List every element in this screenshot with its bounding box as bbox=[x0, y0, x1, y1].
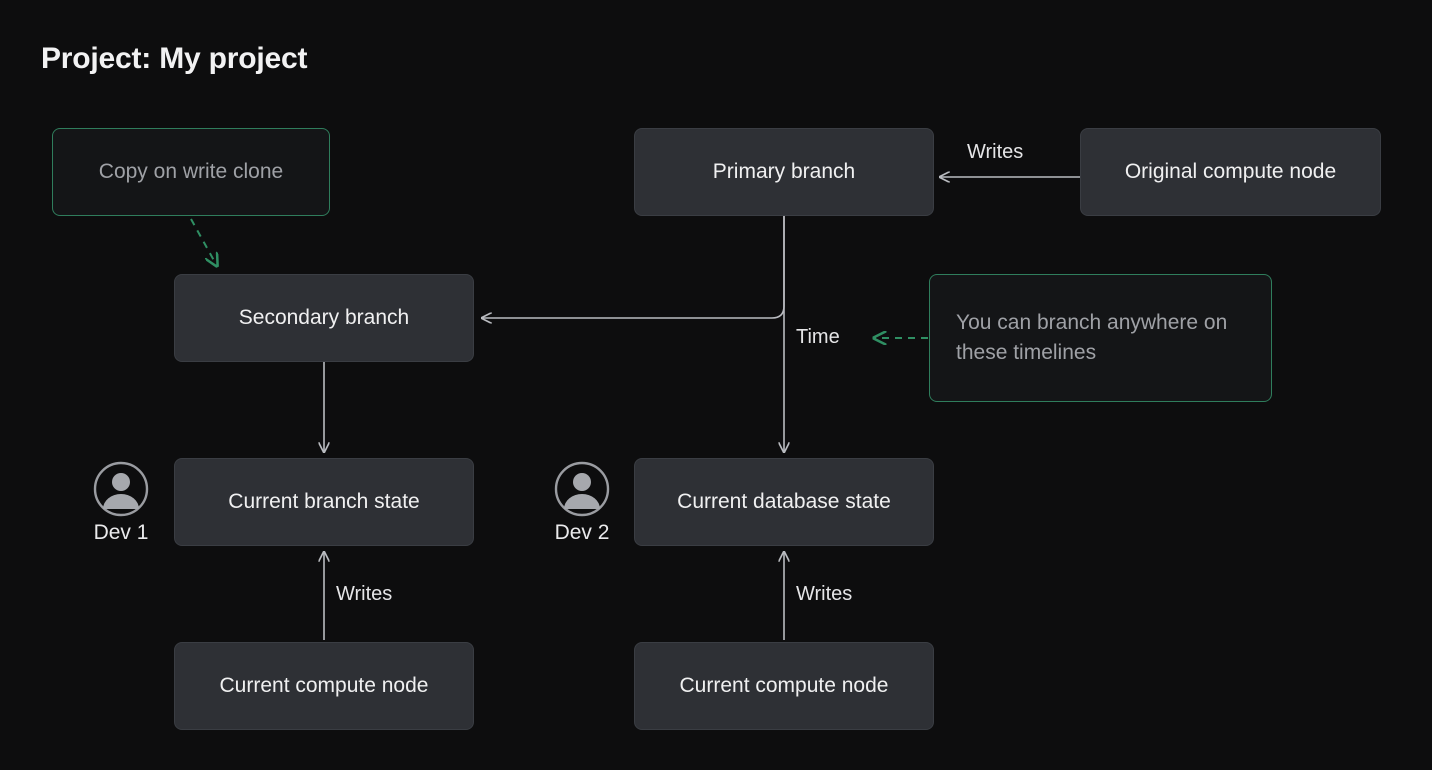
node-current-database-state[interactable]: Current database state bbox=[634, 458, 934, 546]
avatar-dev2-label: Dev 2 bbox=[554, 521, 610, 544]
avatar-dev2-icon bbox=[554, 461, 610, 517]
node-label: Current branch state bbox=[228, 490, 420, 514]
node-secondary-branch[interactable]: Secondary branch bbox=[174, 274, 474, 362]
node-label: Current database state bbox=[677, 490, 891, 514]
edge-label-writes-left: Writes bbox=[336, 583, 393, 605]
node-label: Current compute node bbox=[679, 674, 889, 698]
node-label: Original compute node bbox=[1124, 160, 1337, 184]
node-original-compute-node[interactable]: Original compute node bbox=[1080, 128, 1381, 216]
node-current-compute-node-right[interactable]: Current compute node bbox=[634, 642, 934, 730]
avatar-dev1-icon bbox=[93, 461, 149, 517]
avatar-dev1-label: Dev 1 bbox=[93, 521, 149, 544]
edge-label-writes-top: Writes bbox=[967, 141, 1024, 163]
node-branch-note[interactable]: You can branch anywhere on these timelin… bbox=[929, 274, 1272, 402]
node-label: Copy on write clone bbox=[98, 159, 284, 183]
edge-label-time: Time bbox=[796, 326, 840, 348]
edge-copy-on-write-clone-dashed bbox=[190, 218, 217, 266]
node-current-branch-state[interactable]: Current branch state bbox=[174, 458, 474, 546]
note-label: You can branch anywhere on these timelin… bbox=[956, 310, 1228, 364]
node-label: Primary branch bbox=[712, 160, 856, 184]
node-primary-branch[interactable]: Primary branch bbox=[634, 128, 934, 216]
node-copy-on-write-clone[interactable]: Copy on write clone bbox=[52, 128, 330, 216]
node-label: Secondary branch bbox=[238, 306, 410, 330]
node-label: Current compute node bbox=[219, 674, 429, 698]
edge-label-writes-right: Writes bbox=[796, 583, 853, 605]
page-title: Project: My project bbox=[41, 42, 308, 75]
node-current-compute-node-left[interactable]: Current compute node bbox=[174, 642, 474, 730]
edge-primary-to-secondary bbox=[482, 216, 785, 318]
